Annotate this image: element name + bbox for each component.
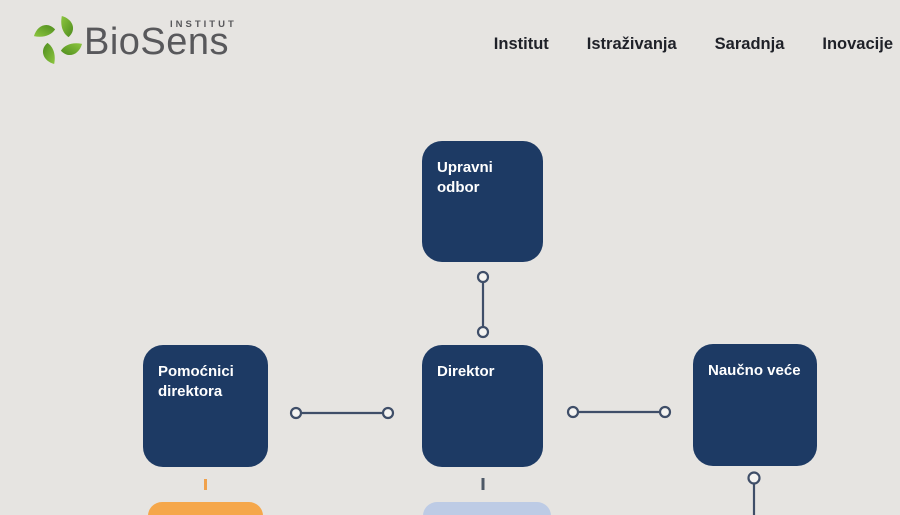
logo-brand-text: BioSens (84, 21, 230, 63)
nav-item-institut[interactable]: Institut (493, 35, 549, 53)
logo-institut-label: INSTITUT (170, 19, 237, 30)
org-node-light-blue (423, 502, 551, 515)
org-node-naucno-vece: Naučno veće (693, 344, 817, 466)
main-nav: Institut Istraživanja Saradnja Inovacije (494, 35, 893, 54)
org-node-pomocnici-direktora: Pomoćnici direktora (143, 345, 268, 467)
org-node-uprava: Uprava (148, 502, 263, 515)
nav-item-saradnja[interactable]: Saradnja (714, 35, 785, 53)
org-node-upravni-odbor: Upravni odbor (422, 141, 543, 262)
nav-item-inovacije[interactable]: Inovacije (822, 35, 893, 53)
org-node-direktor: Direktor (422, 345, 543, 467)
nav-item-istrazivanja[interactable]: Istraživanja (586, 35, 677, 53)
biosens-leaf-icon (33, 15, 83, 65)
biosens-logo[interactable]: INSTITUT BioSens (0, 0, 240, 80)
